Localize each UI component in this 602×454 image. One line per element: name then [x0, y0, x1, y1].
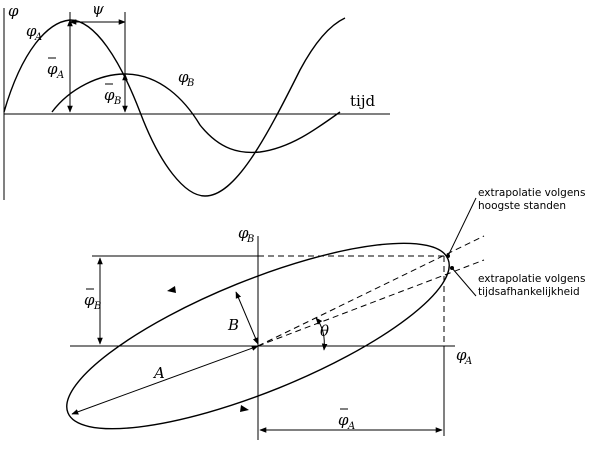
note-2-line-1: extrapolatie volgens [478, 273, 585, 285]
psi-label: ψ [92, 0, 104, 18]
major-axis-label: A [152, 364, 165, 382]
curve-a-label-sub: A [34, 32, 42, 43]
loop-arrow-top [167, 286, 176, 293]
phib-amp-label: φ [84, 291, 95, 309]
theta-arc [315, 317, 328, 351]
major-axis-line [71, 345, 259, 415]
note-2-point [450, 266, 454, 270]
bottom-y-label: φ [238, 224, 249, 242]
note-1-point [446, 254, 450, 258]
top-y-label: φ [8, 2, 19, 20]
note-1-leader [447, 197, 477, 257]
amp-b-label-sub: B [113, 96, 121, 107]
minor-axis-line [235, 291, 259, 345]
curve-a-label: φ [26, 22, 37, 40]
bottom-x-label: φ [456, 346, 467, 364]
extrapolation-high [257, 235, 485, 347]
note-1-line-1: extrapolatie volgens [478, 187, 585, 199]
curve-b-label: φ [178, 68, 189, 86]
loop-arrow-bottom [240, 405, 249, 412]
curve-a [3, 17, 346, 197]
bottom-x-label-sub: A [464, 356, 472, 367]
curve-b-label-sub: B [186, 78, 194, 89]
phib-amp-label-sub: B [93, 301, 101, 312]
amp-a-label-sub: A [56, 70, 64, 81]
phia-amp-label: φ [338, 411, 349, 429]
amp-b-label: φ [104, 86, 115, 104]
extrapolation-time [257, 259, 485, 347]
top-plot: φ tijd ψ φ A φ B φ A φ B [3, 0, 390, 200]
curve-b [51, 73, 341, 154]
minor-axis-label: B [227, 316, 239, 334]
bottom-y-label-sub: B [246, 234, 254, 245]
note-1-line-2: hoogste standen [478, 200, 566, 212]
hysteresis-loop [66, 242, 450, 430]
bottom-plot: φ B φ A φ B φ A A B θ extrapolatie volge… [66, 187, 585, 440]
phia-amp-label-sub: A [347, 421, 355, 432]
note-2-line-2: tijdsafhankelijkheid [478, 286, 580, 298]
amp-a-label: φ [47, 60, 58, 78]
top-x-label: tijd [350, 92, 375, 110]
note-2-leader [451, 267, 477, 297]
theta-label: θ [320, 322, 329, 340]
